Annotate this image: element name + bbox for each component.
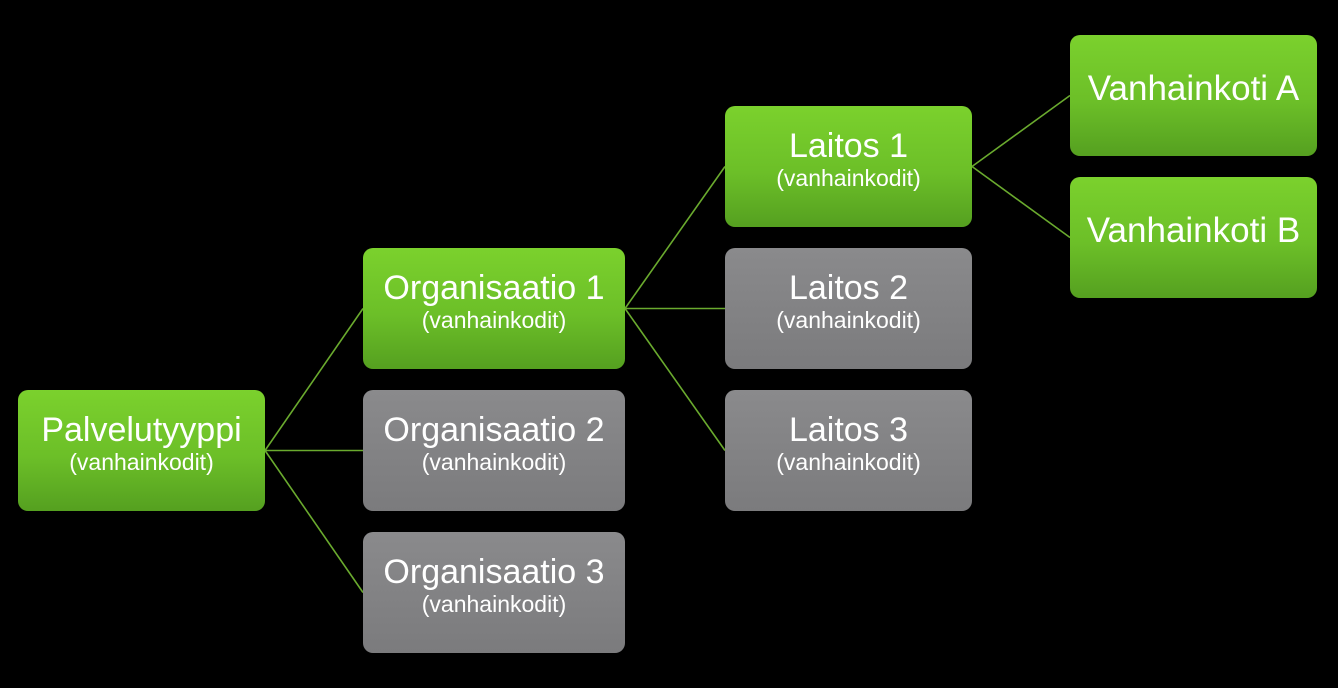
node-palvelutyyppi: Palvelutyyppi (vanhainkodit) — [18, 390, 265, 511]
node-title: Vanhainkoti A — [1087, 68, 1300, 108]
node-organisaatio-1: Organisaatio 1 (vanhainkodit) — [363, 248, 625, 369]
connector-lai1-vhA — [971, 94, 1071, 168]
connector-lai1-vhB — [971, 165, 1071, 239]
node-subtitle: (vanhainkodit) — [421, 449, 567, 475]
node-title: Palvelutyyppi — [41, 411, 242, 449]
node-laitos-1: Laitos 1 (vanhainkodit) — [725, 106, 972, 227]
node-laitos-3: Laitos 3 (vanhainkodit) — [725, 390, 972, 511]
node-title: Organisaatio 3 — [383, 553, 605, 591]
node-organisaatio-3: Organisaatio 3 (vanhainkodit) — [363, 532, 625, 653]
node-title: Laitos 1 — [788, 127, 909, 165]
node-vanhainkoti-b: Vanhainkoti B — [1070, 177, 1317, 298]
node-title: Vanhainkoti B — [1086, 210, 1301, 250]
node-subtitle: (vanhainkodit) — [69, 449, 214, 475]
node-subtitle: (vanhainkodit) — [776, 449, 921, 475]
node-subtitle: (vanhainkodit) — [421, 591, 567, 617]
node-organisaatio-2: Organisaatio 2 (vanhainkodit) — [363, 390, 625, 511]
node-subtitle: (vanhainkodit) — [776, 307, 921, 333]
node-subtitle: (vanhainkodit) — [421, 307, 567, 333]
node-title: Organisaatio 2 — [383, 411, 605, 449]
node-title: Laitos 3 — [788, 411, 909, 449]
node-subtitle: (vanhainkodit) — [776, 165, 921, 191]
connector-root-org1 — [264, 308, 364, 451]
connector-org1-lai1 — [624, 166, 726, 309]
node-title: Organisaatio 1 — [383, 269, 605, 307]
node-laitos-2: Laitos 2 (vanhainkodit) — [725, 248, 972, 369]
connector-root-org3 — [264, 450, 364, 593]
connector-org1-lai3 — [624, 308, 726, 451]
node-vanhainkoti-a: Vanhainkoti A — [1070, 35, 1317, 156]
node-title: Laitos 2 — [788, 269, 909, 307]
